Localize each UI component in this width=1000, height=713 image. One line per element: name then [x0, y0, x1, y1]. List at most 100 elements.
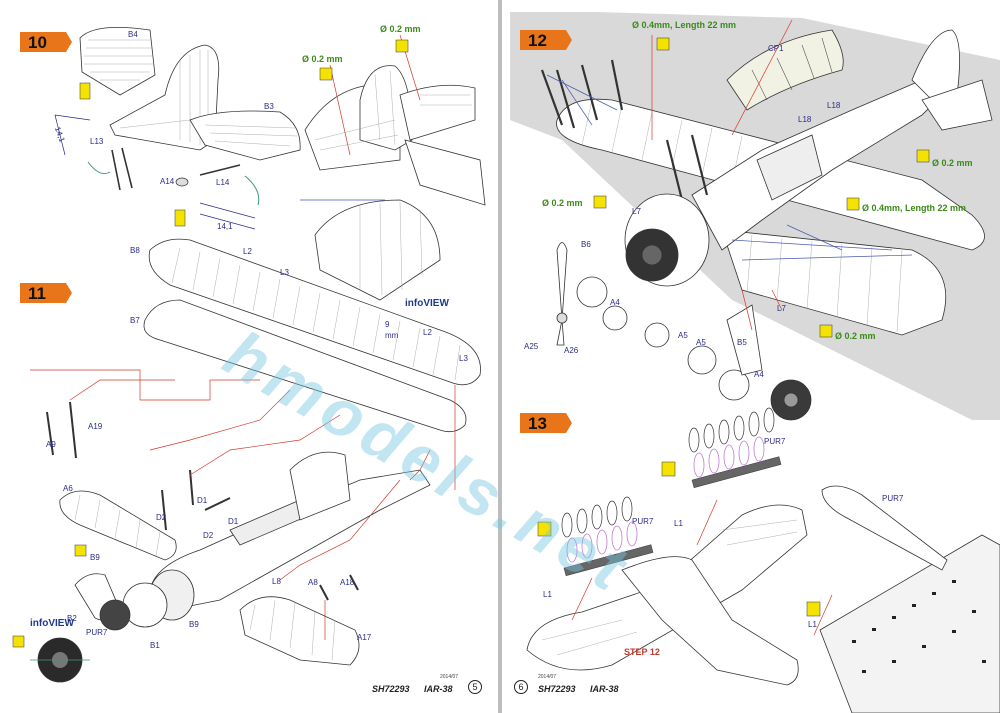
infoview-label: infoVIEW [30, 618, 74, 629]
fuselage-underside [621, 556, 799, 686]
step-number: 13 [528, 414, 547, 433]
part-label: A5 [678, 331, 688, 340]
instruction-page-left: 10 11 B4 B3 L13 A14 L14 14,1 14,1 B8 L2 … [0, 0, 498, 713]
glue-note: Ø 0.2 mm [932, 158, 973, 168]
part-label: D2 [156, 513, 167, 522]
glue-note: Ø 0.2 mm [302, 54, 343, 64]
bomb-leaders [571, 499, 833, 636]
infoview-label: infoVIEW [405, 298, 449, 309]
part-label: B1 [150, 641, 160, 650]
part-label: B6 [581, 240, 591, 249]
part-label: A5 [696, 338, 706, 347]
dimension-label: 14,1 [217, 222, 233, 231]
part-a14 [175, 177, 189, 187]
strut-l14 [199, 164, 241, 176]
page-number: 6 [514, 680, 528, 694]
footer-date: 2014/07 [538, 674, 557, 680]
part-label: A18 [340, 578, 355, 587]
measure-diagram-l13 [54, 114, 91, 156]
bomb-large [821, 485, 948, 571]
glue-icon [819, 324, 833, 338]
glue-icon [395, 39, 409, 53]
glue-icon [74, 544, 87, 557]
part-label: L18 [827, 101, 841, 110]
part-b5 [726, 304, 763, 376]
glue-icon [593, 195, 607, 209]
step-number: 11 [28, 284, 46, 303]
infoview-tail [314, 199, 441, 301]
part-label: L3 [280, 268, 289, 277]
part-label: A17 [357, 633, 372, 642]
cut-icon-l13 [79, 82, 91, 100]
right-page-drawing [510, 12, 1000, 713]
step-reference: STEP 12 [624, 647, 660, 657]
glue-note: Ø 0.2 mm [380, 24, 421, 34]
lower-wing-a17 [239, 596, 360, 666]
part-label: PUR7 [764, 437, 786, 446]
part-label: L7 [777, 304, 786, 313]
page-number: 5 [468, 680, 482, 694]
footer-title: IAR-38 [590, 684, 619, 694]
part-label: L1 [543, 590, 552, 599]
part-label: D1 [197, 496, 208, 505]
assembly-leaders [651, 19, 793, 331]
part-label: B2 [67, 614, 77, 623]
part-label: L8 [272, 577, 281, 586]
part-label: B7 [130, 316, 140, 325]
glue-icon [656, 37, 670, 51]
small-bombs-lower [561, 496, 633, 538]
engine-cowling [74, 573, 168, 631]
rigging-wires [546, 74, 913, 261]
part-label: A4 [610, 298, 620, 307]
step-13-tab [520, 413, 572, 433]
fuselage [149, 451, 431, 621]
engine-front [624, 193, 710, 287]
dimension-label: 9 [385, 320, 390, 329]
glue-icon [916, 149, 930, 163]
interplane-struts [46, 401, 359, 601]
part-label: L1 [808, 620, 817, 629]
step-number: 10 [28, 33, 47, 52]
part-label: A19 [88, 422, 103, 431]
rotate-arrow [87, 161, 111, 175]
assembly-leaders [30, 369, 456, 640]
measure-diagram-l14 [199, 202, 256, 230]
page-spine [498, 0, 502, 713]
cut-icon-l14 [174, 209, 186, 227]
glue-note: Ø 0.4mm, Length 22 mm [862, 203, 967, 213]
footer-title: IAR-38 [424, 684, 453, 694]
part-label: A9 [46, 440, 56, 449]
part-label: PUR7 [632, 517, 654, 526]
lower-wing-a6 [59, 490, 177, 561]
step-10-tab [20, 32, 72, 52]
part-label: A26 [564, 346, 579, 355]
part-label: L1 [674, 519, 683, 528]
struts-l13 [111, 147, 133, 191]
part-label: B3 [264, 102, 274, 111]
part-label: A6 [63, 484, 73, 493]
bomb-rack-l1 [563, 544, 654, 577]
stabilizer-b4 [79, 26, 156, 96]
part-label: D2 [203, 531, 214, 540]
rotate-arrow [244, 175, 260, 206]
dimension-label: mm [385, 331, 399, 340]
glue-icon [12, 635, 25, 648]
part-label: B8 [130, 246, 140, 255]
small-bombs-upper [688, 407, 775, 453]
upper-wing-b8 [148, 238, 481, 386]
lower-wing-b7 [143, 299, 467, 433]
part-label: PUR7 [86, 628, 108, 637]
bomb-rack-l1 [691, 456, 782, 489]
canopy-cp1 [726, 29, 844, 111]
footer-code: SH72293 [372, 684, 410, 694]
instruction-page-right: 12 13 CP1 L18 L18 L7 B6 A4 A5 A25 A26 A5… [502, 0, 1000, 713]
part-label: L13 [90, 137, 104, 146]
glue-icon [806, 601, 821, 617]
cabane-struts [540, 59, 709, 201]
tail-rigging-view [304, 65, 486, 206]
stabilizer-b3 [189, 110, 301, 161]
step-number: 12 [528, 31, 547, 50]
footer-date: 2014/07 [440, 674, 459, 680]
part-label: L2 [243, 247, 252, 256]
part-label: A4 [754, 370, 764, 379]
